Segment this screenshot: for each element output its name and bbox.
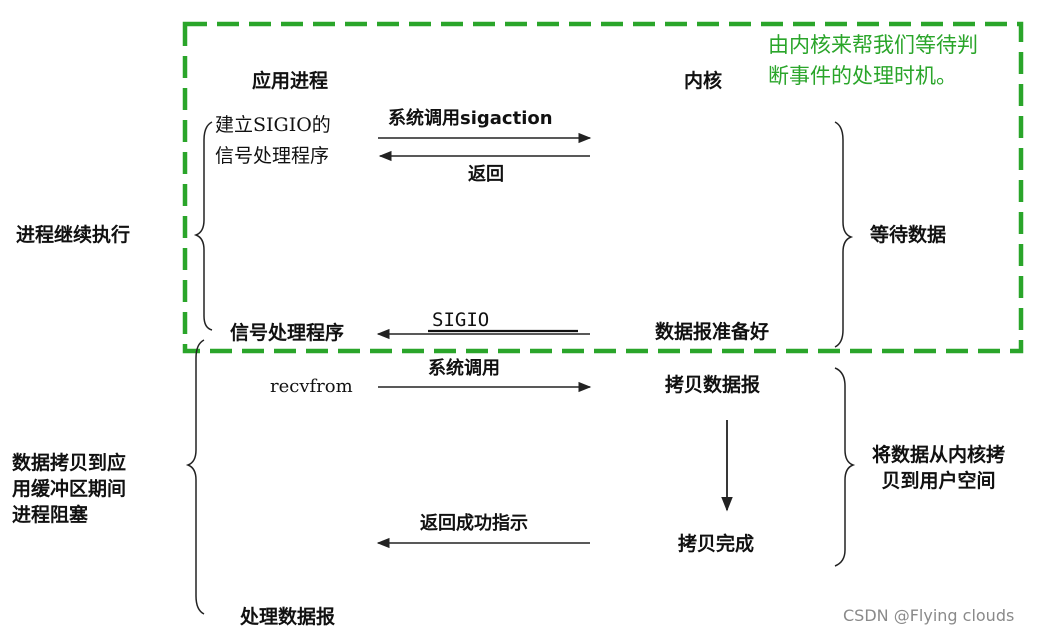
right-brace-top [834, 121, 854, 348]
return-success-label: 返回成功指示 [420, 513, 528, 534]
signal-handler-label: 信号处理程序 [230, 322, 345, 344]
wait-for-data-label: 等待数据 [870, 224, 947, 246]
app-process-header: 应用进程 [252, 70, 329, 92]
blocked-note-line3: 进程阻塞 [12, 504, 89, 526]
csdn-watermark: CSDN @Flying clouds [843, 606, 1015, 625]
establish-handler-line2: 信号处理程序 [215, 145, 330, 167]
left-brace-bottom [185, 339, 205, 615]
syscall-sigaction-label: 系统调用sigaction [388, 108, 553, 129]
establish-handler-line1: 建立SIGIO的 [215, 114, 331, 136]
blocked-note: 数据拷贝到应 用缓冲区期间 进程阻塞 [12, 450, 126, 528]
sigio-label: SIGIO [432, 309, 490, 331]
highlight-note: 由内核来帮我们等待判断事件的处理时机。 [768, 33, 978, 88]
process-datagram-label: 处理数据报 [240, 606, 336, 628]
datagram-ready-label: 数据报准备好 [655, 321, 770, 343]
copy-datagram-label: 拷贝数据报 [665, 374, 761, 396]
copy-to-user-note: 将数据从内核拷 贝到用户空间 [872, 442, 1005, 494]
process-continues-label: 进程继续执行 [16, 224, 131, 246]
blocked-note-line1: 数据拷贝到应 [12, 452, 127, 474]
copy-complete-label: 拷贝完成 [678, 533, 755, 555]
highlight-box [182, 21, 1024, 354]
return-label: 返回 [468, 164, 504, 185]
left-brace-top [193, 121, 213, 331]
copy-to-user-line2: 贝到用户空间 [881, 470, 996, 492]
syscall-label: 系统调用 [428, 358, 500, 379]
recvfrom-label: recvfrom [270, 376, 353, 397]
right-brace-bottom [834, 367, 856, 567]
copy-to-user-line1: 将数据从内核拷 [872, 444, 1006, 466]
blocked-note-line2: 用缓冲区期间 [12, 478, 127, 500]
kernel-header: 内核 [684, 70, 723, 92]
